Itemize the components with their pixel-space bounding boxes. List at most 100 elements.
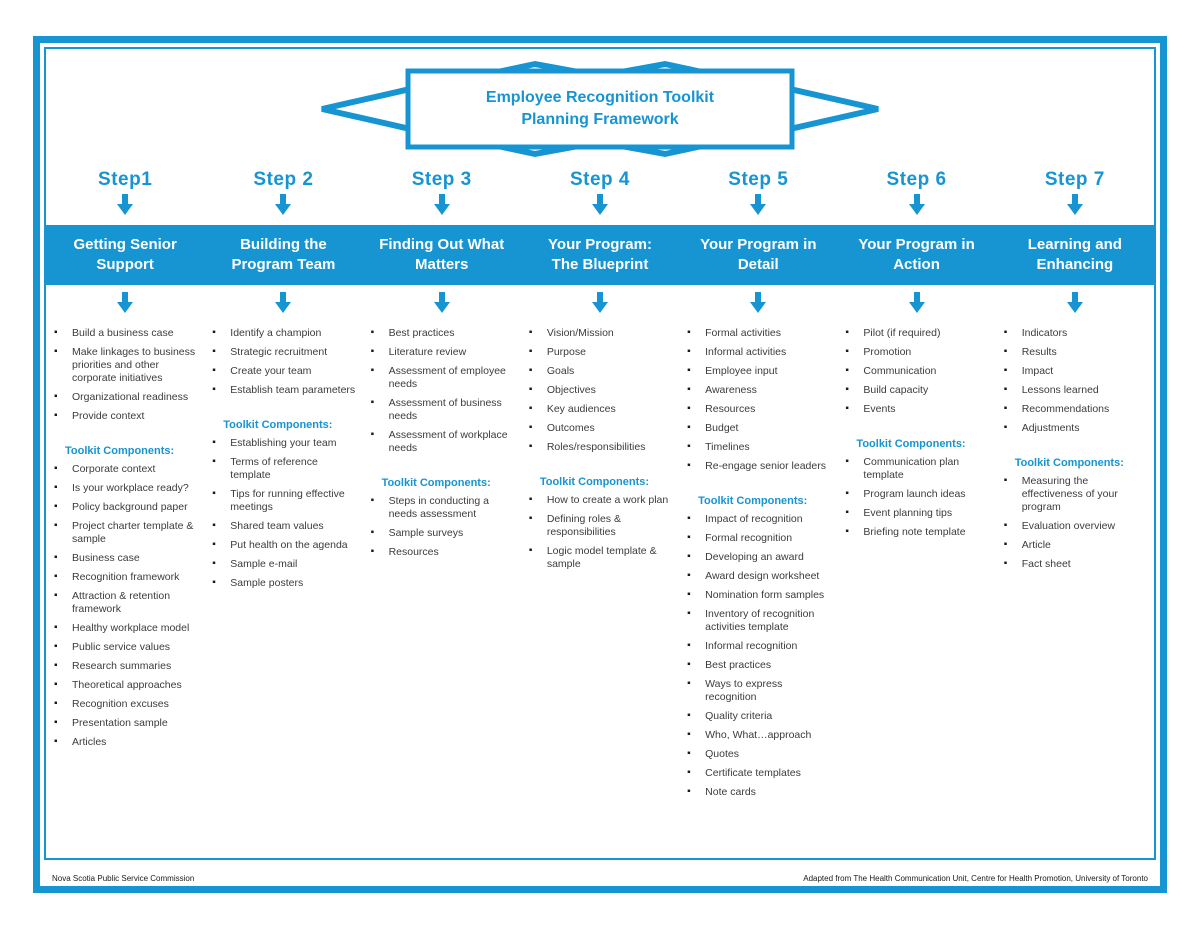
columns-content-row: Build a business caseMake linkages to bu… (46, 289, 1154, 805)
list-item: Attraction & retention framework (53, 589, 197, 616)
list-item: How to create a work plan (528, 493, 672, 507)
list-item: Best practices (686, 658, 830, 672)
arrow-down-icon (273, 292, 293, 313)
step-label: Step 7 (1044, 169, 1105, 190)
column-5: Formal activitiesInformal activitiesEmpl… (679, 289, 837, 805)
phase-title-6: Your Program in Action (858, 235, 975, 273)
list-item: Shared team values (211, 519, 355, 533)
toolkit-items-list: Corporate contextIs your workplace ready… (53, 462, 197, 749)
title-banner: Employee Recognition Toolkit Planning Fr… (320, 57, 880, 161)
list-item: Put health on the agenda (211, 538, 355, 552)
list-item: Informal recognition (686, 639, 830, 653)
list-item: Article (1003, 538, 1147, 552)
list-item: Formal activities (686, 326, 830, 340)
step-label: Step1 (98, 169, 153, 190)
arrow-down-icon (115, 292, 135, 313)
list-item: Events (844, 402, 988, 416)
arrow-down-icon (907, 194, 927, 215)
list-item: Communication plan template (844, 455, 988, 482)
step-items-list: Pilot (if required)PromotionCommunicatio… (844, 326, 988, 416)
list-item: Quotes (686, 747, 830, 761)
list-item: Public service values (53, 640, 197, 654)
footer-attribution-left: Nova Scotia Public Service Commission (52, 874, 195, 883)
list-item: Awareness (686, 383, 830, 397)
arrow-down-icon (1065, 194, 1085, 215)
list-item: Logic model template & sample (528, 544, 672, 571)
list-item: Sample posters (211, 576, 355, 590)
column-6: Pilot (if required)PromotionCommunicatio… (837, 289, 995, 545)
arrow-down-icon (590, 292, 610, 313)
list-item: Identify a champion (211, 326, 355, 340)
column-7: IndicatorsResultsImpactLessons learnedRe… (996, 289, 1154, 577)
column-4: Vision/MissionPurposeGoalsObjectivesKey … (521, 289, 679, 577)
list-item: Re-engage senior leaders (686, 459, 830, 473)
list-item: Vision/Mission (528, 326, 672, 340)
step-items-list: Formal activitiesInformal activitiesEmpl… (686, 326, 830, 473)
list-item: Measuring the effectiveness of your prog… (1003, 474, 1147, 514)
step-labels-row: Step1 Step 2 Step 3 Step 4 Step 5 Step 6 (46, 169, 1154, 220)
arrow-down-icon (748, 194, 768, 215)
list-item: Build capacity (844, 383, 988, 397)
step-items-list: Best practicesLiterature reviewAssessmen… (370, 326, 514, 455)
toolkit-components-heading: Toolkit Components: (1014, 457, 1124, 469)
toolkit-items-list: Establishing your teamTerms of reference… (211, 436, 355, 590)
list-item: Terms of reference template (211, 455, 355, 482)
list-item: Healthy workplace model (53, 621, 197, 635)
list-item: Program launch ideas (844, 487, 988, 501)
banner-title-line2: Planning Framework (521, 111, 679, 128)
step-label: Step 5 (728, 169, 789, 190)
list-item: Create your team (211, 364, 355, 378)
content-frame: Employee Recognition Toolkit Planning Fr… (44, 47, 1156, 860)
step-cell-5: Step 5 (679, 169, 837, 220)
list-item: Organizational readiness (53, 390, 197, 404)
list-item: Purpose (528, 345, 672, 359)
list-item: Adjustments (1003, 421, 1147, 435)
list-item: Build a business case (53, 326, 197, 340)
phase-title-4: Your Program: The Blueprint (548, 235, 652, 273)
arrow-down-icon (115, 194, 135, 215)
step-cell-2: Step 2 (204, 169, 362, 220)
list-item: Who, What…approach (686, 728, 830, 742)
phase-title-5: Your Program in Detail (700, 235, 817, 273)
arrow-down-icon (907, 292, 927, 313)
column-3: Best practicesLiterature reviewAssessmen… (363, 289, 521, 565)
list-item: Provide context (53, 409, 197, 423)
toolkit-components-heading: Toolkit Components: (381, 477, 491, 489)
phase-title-3: Finding Out What Matters (379, 235, 505, 273)
list-item: Assessment of business needs (370, 396, 514, 423)
list-item: Steps in conducting a needs assessment (370, 494, 514, 521)
page-frame: Employee Recognition Toolkit Planning Fr… (33, 36, 1167, 893)
list-item: Tips for running effective meetings (211, 487, 355, 514)
banner-title: Employee Recognition Toolkit Planning Fr… (320, 57, 880, 161)
list-item: Resources (370, 545, 514, 559)
column-1: Build a business caseMake linkages to bu… (46, 289, 204, 755)
list-item: Research summaries (53, 659, 197, 673)
list-item: Theoretical approaches (53, 678, 197, 692)
arrow-down-icon (748, 292, 768, 313)
list-item: Evaluation overview (1003, 519, 1147, 533)
list-item: Articles (53, 735, 197, 749)
phase-title-band: Getting Senior Support Building the Prog… (46, 225, 1154, 285)
list-item: Policy background paper (53, 500, 197, 514)
list-item: Literature review (370, 345, 514, 359)
toolkit-items-list: Communication plan templateProgram launc… (844, 455, 988, 539)
list-item: Promotion (844, 345, 988, 359)
list-item: Business case (53, 551, 197, 565)
list-item: Corporate context (53, 462, 197, 476)
toolkit-items-list: How to create a work planDefining roles … (528, 493, 672, 571)
list-item: Assessment of workplace needs (370, 428, 514, 455)
list-item: Best practices (370, 326, 514, 340)
arrow-down-icon (1065, 292, 1085, 313)
list-item: Establish team parameters (211, 383, 355, 397)
phase-title-1: Getting Senior Support (73, 235, 177, 273)
list-item: Ways to express recognition (686, 677, 830, 704)
list-item: Budget (686, 421, 830, 435)
list-item: Outcomes (528, 421, 672, 435)
list-item: Quality criteria (686, 709, 830, 723)
toolkit-components-heading: Toolkit Components: (223, 419, 333, 431)
toolkit-components-heading: Toolkit Components: (856, 438, 966, 450)
list-item: Strategic recruitment (211, 345, 355, 359)
list-item: Results (1003, 345, 1147, 359)
list-item: Resources (686, 402, 830, 416)
list-item: Event planning tips (844, 506, 988, 520)
